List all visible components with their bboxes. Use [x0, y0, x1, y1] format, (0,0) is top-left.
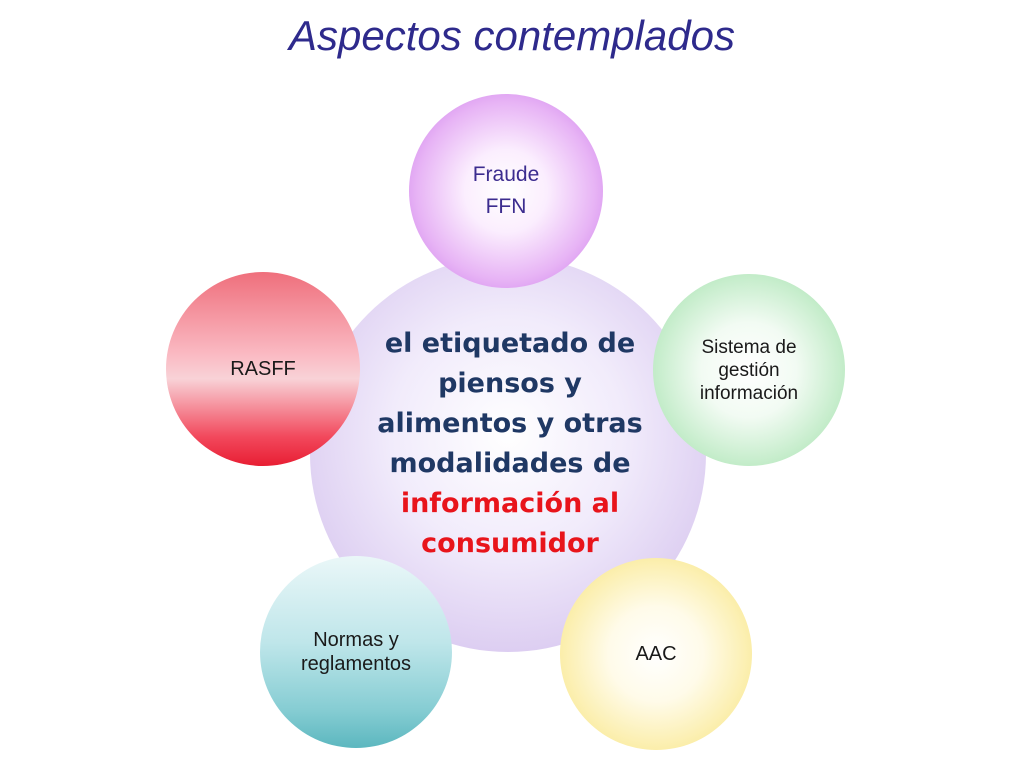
- slide-title: Aspectos contemplados: [289, 12, 735, 59]
- node-ffn-label: FFN: [485, 195, 527, 218]
- node-fraude-label: Fraude: [472, 163, 540, 186]
- node-normas-label-line-2: reglamentos: [300, 653, 412, 675]
- node-fraude-ffn: Fraude FFN: [409, 94, 603, 288]
- center-text-line-2: piensos y: [438, 368, 582, 399]
- node-sistema-gestion: Sistema de gestión información: [653, 274, 845, 466]
- node-sistema-label-line-3: información: [699, 382, 799, 404]
- node-aac: AAC: [560, 558, 752, 750]
- center-text-line-1: el etiquetado de: [384, 328, 636, 359]
- center-text-line-3: alimentos y otras: [377, 408, 643, 439]
- center-circle-text: el etiquetado de piensos y alimentos y o…: [360, 324, 660, 564]
- node-aac-label: AAC: [635, 643, 677, 665]
- node-sistema-label-line-1: Sistema de: [701, 336, 797, 358]
- center-text-highlight-line-1: información al: [400, 488, 620, 519]
- node-normas-label-line-1: Normas y: [313, 629, 399, 651]
- node-rasff: RASFF: [166, 272, 360, 466]
- center-text-line-4: modalidades de: [389, 448, 631, 479]
- center-text-highlight-line-2: consumidor: [421, 528, 599, 559]
- node-normas-reglamentos: Normas y reglamentos: [260, 556, 452, 748]
- node-rasff-label: RASFF: [230, 358, 296, 380]
- node-sistema-label-line-2: gestión: [718, 359, 780, 381]
